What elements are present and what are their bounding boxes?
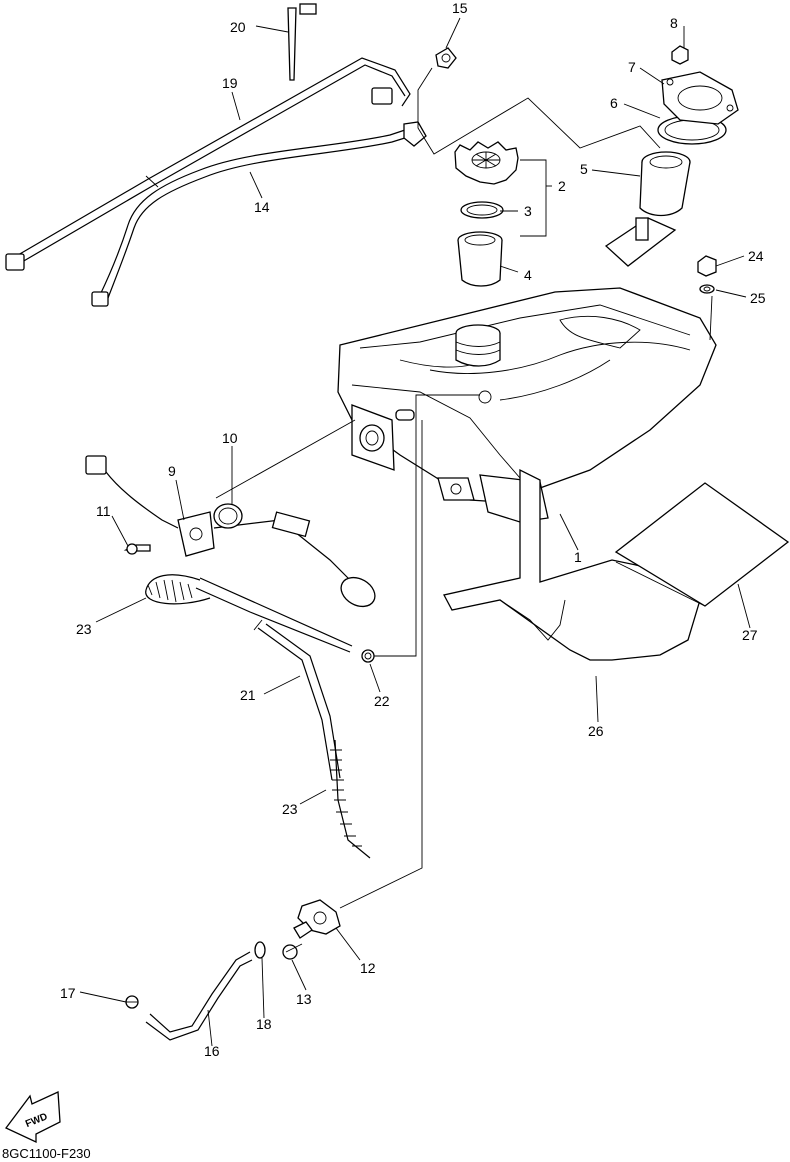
hose-clip-17 [125,995,139,1009]
callout-1: 1 [574,549,582,565]
callout-3: 3 [524,203,532,219]
fuel-tank [337,287,717,523]
diagram-code: 8GC1100-F230 [2,1146,91,1161]
protector-23-lower [330,739,371,859]
callout-20: 20 [230,19,246,35]
cable-tie-20 [287,3,317,81]
callout-16: 16 [204,1043,220,1059]
callout-17: 17 [60,985,76,1001]
bolt-13 [282,943,303,960]
heat-shield-26 [443,468,701,661]
protector-23-upper [145,574,211,605]
fuel-pump [604,151,691,267]
callout-19: 19 [222,75,238,91]
callout-8: 8 [670,15,678,31]
callout-23a: 23 [76,621,92,637]
callout-21: 21 [240,687,256,703]
callout-14: 14 [254,199,270,215]
clamp-15 [435,47,457,69]
drain-hose-21 [195,577,353,781]
callout-23b: 23 [282,801,298,817]
callout-5: 5 [580,161,588,177]
fuel-cock-12 [293,899,341,939]
callout-18: 18 [256,1016,272,1032]
callout-13: 13 [296,991,312,1007]
callout-10: 10 [222,430,238,446]
cap-gasket [460,201,504,219]
callout-25: 25 [750,290,766,306]
fuel-cap [454,141,519,185]
callout-26: 26 [588,723,604,739]
callout-24: 24 [748,248,764,264]
bolt-11 [123,543,151,555]
callout-6: 6 [610,95,618,111]
callout-2: 2 [558,178,566,194]
fuel-hose-16 [145,951,253,1041]
callout-9: 9 [168,463,176,479]
callout-27: 27 [742,627,758,643]
callout-4: 4 [524,267,532,283]
leader-lines [79,17,751,1047]
callout-7: 7 [628,59,636,75]
callout-12: 12 [360,960,376,976]
callout-15: 15 [452,0,468,16]
sender-gasket-10 [213,503,243,529]
washer-25 [699,284,715,294]
callout-22: 22 [374,693,390,709]
damper-sheet-27 [614,482,790,607]
pump-retainer-plate [661,71,739,125]
callout-numbers: 1 2 3 4 5 6 7 8 9 10 11 12 13 14 15 16 1… [60,0,766,1059]
wire-harness-19 [5,57,411,271]
hose-clip-22 [361,649,375,663]
nut-8 [671,45,689,65]
filler-neck [457,231,503,287]
nut-24 [697,255,717,277]
fwd-arrow-icon: FWD [4,1091,61,1144]
callout-11: 11 [96,503,111,519]
hose-clip-18 [254,941,266,959]
breather-hose-14 [91,121,427,307]
fuel-sender-9 [85,455,376,608]
